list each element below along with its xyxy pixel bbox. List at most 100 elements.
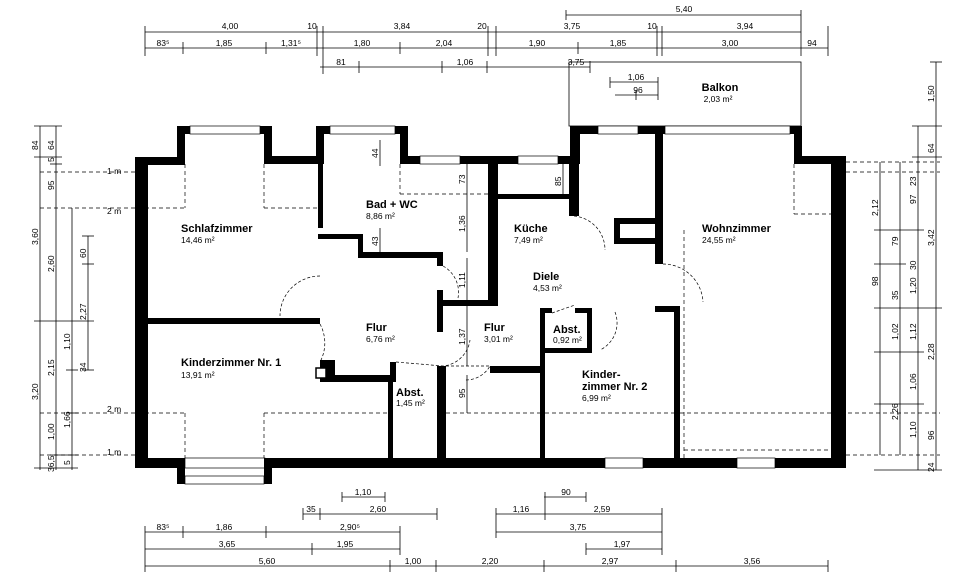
dim-right: 24: [926, 462, 936, 472]
dim-left: 34: [78, 362, 88, 372]
dim-bottom: 90: [561, 487, 571, 497]
dim-bottom: 2,97: [602, 556, 619, 566]
dim-right: 98: [870, 276, 880, 286]
dim-bottom: 2,90⁵: [340, 522, 360, 532]
dim-right: 1,50: [926, 85, 936, 102]
dim-top: 3,00: [722, 38, 739, 48]
dim-top: 1,06: [457, 57, 474, 67]
room-area-flur2: 3,01 m²: [484, 334, 513, 344]
dim-bottom: 1,97: [614, 539, 631, 549]
dim-top: 1,31⁵: [281, 38, 301, 48]
dim-top: 1,90: [529, 38, 546, 48]
height-label: 1 m: [107, 166, 121, 176]
dim-left: 36,5: [46, 455, 56, 472]
dim-right: 79: [890, 236, 900, 246]
dim-bottom: 3,75: [570, 522, 587, 532]
dim-top: 83⁵: [157, 38, 170, 48]
dim-right: 3,42: [926, 229, 936, 246]
dim-inner: 95: [457, 388, 467, 398]
dim-right: 23: [908, 176, 918, 186]
dim-bottom: 3,65: [219, 539, 236, 549]
room-area-diele: 4,53 m²: [533, 283, 562, 293]
dim-left: 95: [46, 180, 56, 190]
dim-bottom: 1,00: [405, 556, 422, 566]
dim-bottom: 1,16: [513, 504, 530, 514]
dimension-lines-top: 4,00 10 3,84 20 3,75 10 3,94 5,40 83⁵ 1,…: [144, 4, 829, 74]
dim-right: 1,06: [908, 373, 918, 390]
dim-right: 2,28: [926, 343, 936, 360]
dim-right: 30: [908, 260, 918, 270]
dim-bottom: 1,86: [216, 522, 233, 532]
dim-top: 3,94: [737, 21, 754, 31]
dim-left: 1,10: [62, 333, 72, 350]
dim-inner: 85: [553, 176, 563, 186]
dim-bottom: 2,59: [594, 504, 611, 514]
room-area-wohnzimmer: 24,55 m²: [702, 235, 736, 245]
dim-bottom: 2,20: [482, 556, 499, 566]
slope-lines: [40, 161, 940, 458]
dim-right: 1,10: [908, 421, 918, 438]
dim-inner: 1,37: [457, 328, 467, 345]
dim-left: 3,20: [30, 383, 40, 400]
dim-top: 10: [307, 21, 317, 31]
dim-right: 2,26: [890, 403, 900, 420]
dim-top: 5,40: [676, 4, 693, 14]
dim-left: 5: [46, 157, 56, 162]
room-area-kinder1: 13,91 m²: [181, 370, 215, 380]
dim-top: 81: [336, 57, 346, 67]
inner-dimensions: 44 73 85 1,36 43 1,11 1,37 95: [370, 140, 564, 413]
room-area-balkon: 2,03 m²: [704, 94, 733, 104]
room-labels: Schlafzimmer 14,46 m² Bad + WC 8,86 m² K…: [181, 199, 772, 408]
dim-left: 2,60: [46, 255, 56, 272]
dimension-lines-left: 84 64 95 5 3,60 2,60 60 2,27 1,10 34 2,1…: [30, 125, 94, 472]
room-name-abst1: Abst.: [553, 324, 581, 336]
dim-balkon: 1,06: [628, 72, 645, 82]
balkon: 1,06 96 Balkon 2,03 m²: [568, 61, 802, 127]
room-name-schlafzimmer: Schlafzimmer: [181, 223, 253, 235]
room-name-kinder2-line1: Kinder-: [582, 369, 621, 381]
dim-left: 2,15: [46, 359, 56, 376]
dim-right: 64: [926, 143, 936, 153]
room-area-bad: 8,86 m²: [366, 211, 395, 221]
dim-bottom: 3,56: [744, 556, 761, 566]
dim-inner: 73: [457, 174, 467, 184]
room-area-schlafzimmer: 14,46 m²: [181, 235, 215, 245]
dim-top: 4,00: [222, 21, 239, 31]
room-name-abst2: Abst.: [396, 387, 424, 399]
height-label: 2 m: [107, 206, 121, 216]
dimension-lines-bottom: 1,10 90 35 2,60 1,16 2,59 83⁵ 1,86 2,90⁵…: [144, 487, 829, 572]
dim-left: 5: [62, 460, 72, 465]
room-name-flur1: Flur: [366, 322, 387, 334]
dim-right: 1,02: [890, 323, 900, 340]
room-area-abst1: 0,92 m²: [553, 335, 582, 345]
dim-right: 97: [908, 194, 918, 204]
dim-top: 20: [477, 21, 487, 31]
room-name-bad: Bad + WC: [366, 199, 418, 211]
room-name-balkon: Balkon: [702, 82, 739, 94]
dim-bottom: 83⁵: [157, 522, 170, 532]
dim-bottom: 5,60: [259, 556, 276, 566]
dim-left: 1,66: [62, 411, 72, 428]
dim-left: 84: [30, 140, 40, 150]
door-arcs: [279, 215, 704, 381]
dim-top: 10: [647, 21, 657, 31]
room-area-abst2: 1,45 m²: [396, 398, 425, 408]
room-name-kinder1: Kinderzimmer Nr. 1: [181, 357, 281, 369]
height-label: 1 m: [107, 447, 121, 457]
dim-top: 2,04: [436, 38, 453, 48]
room-area-kinder2: 6,99 m²: [582, 393, 611, 403]
room-name-wohnzimmer: Wohnzimmer: [702, 223, 772, 235]
dim-left: 64: [46, 140, 56, 150]
room-name-kueche: Küche: [514, 223, 548, 235]
dim-bottom: 1,95: [337, 539, 354, 549]
height-markers: 1 m 2 m 2 m 1 m: [107, 166, 121, 457]
dimension-lines-right: 1,50 64 23 97 2,12 79 3,42 30 98 1,20 35…: [870, 61, 942, 472]
dim-bottom: 2,60: [370, 504, 387, 514]
height-label: 2 m: [107, 404, 121, 414]
dim-inner: 1,11: [457, 272, 467, 288]
dim-bottom: 1,10: [355, 487, 372, 497]
dim-inner: 44: [370, 148, 380, 158]
dim-right: 1,12: [908, 323, 918, 340]
dim-top: 94: [807, 38, 817, 48]
